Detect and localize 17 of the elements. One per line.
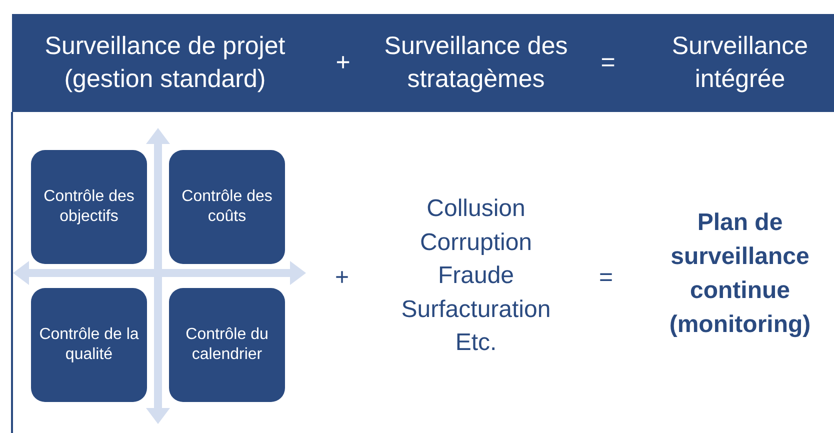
list-item: Etc. [455,328,497,358]
result-text: Plan de surveillance continue (monitoring) [668,208,812,340]
plus-sign: + [334,48,352,78]
column-heading: Surveillance de projet (gestion standard) [44,31,286,95]
equals-sign: = [599,263,614,293]
rounded-box: Contrôle des objectifs [31,150,147,264]
column-heading: Surveillance des stratagèmes [383,31,569,95]
rounded-box: Contrôle de la qualité [31,288,147,402]
rounded-box: Contrôle des coûts [169,150,285,264]
equals-sign: = [600,48,616,78]
list-item: Corruption [420,228,532,258]
list-item: Collusion [426,194,526,224]
list-item: Fraude [438,261,514,291]
list-item: Surfacturation [401,294,551,324]
rounded-box: Contrôle du calendrier [169,288,285,402]
column-heading: Surveillance intégrée [670,31,810,95]
plus-sign: + [335,263,350,293]
